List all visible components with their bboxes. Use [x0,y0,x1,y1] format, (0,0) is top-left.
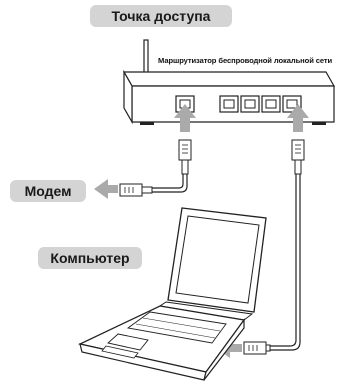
arrow-up-lan-icon [287,104,309,132]
modem-label: Модем [10,180,86,202]
cable-modem [150,174,188,193]
plug-modem-icon [119,183,153,197]
plug-lan-icon [291,139,305,175]
plug-wan-icon [178,139,192,175]
access-point-label: Точка доступа [90,5,232,27]
lan-port-3 [261,95,281,113]
laptop-icon [78,207,267,381]
arrow-left-modem-icon [94,179,118,199]
lan-port-2 [240,95,260,113]
lan-port-1 [219,95,239,113]
cable-computer [266,174,301,351]
router-label: Маршрутизатор беспроводной локальной сет… [158,56,333,65]
arrow-up-wan-icon [174,104,196,132]
plug-computer-icon [243,341,271,355]
computer-label: Компьютер [38,247,142,269]
